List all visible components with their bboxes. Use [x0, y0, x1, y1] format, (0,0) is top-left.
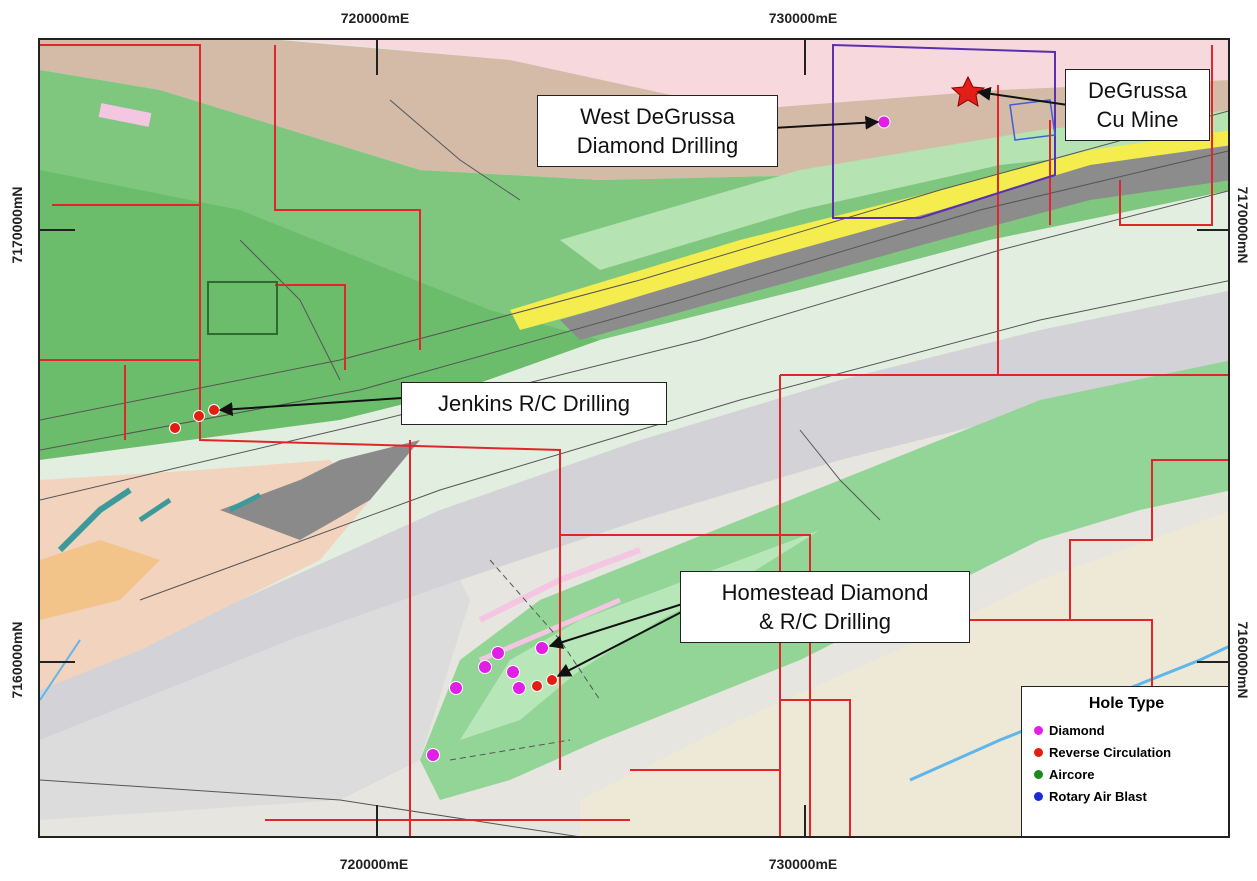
- drill-hole-rc[interactable]: [169, 422, 181, 434]
- diamond-dot-icon: [1034, 725, 1043, 735]
- rc-dot-icon: [1034, 747, 1043, 757]
- drill-hole-diamond[interactable]: [535, 641, 549, 655]
- drill-hole-diamond[interactable]: [506, 665, 520, 679]
- project-outlines: [207, 43, 1056, 335]
- callout-jenkins[interactable]: Jenkins R/C Drilling: [401, 382, 667, 425]
- grid-label-bottom-720000: 720000mE: [339, 856, 409, 872]
- grid-label-left-7160000: 7160000mN: [9, 621, 25, 699]
- map-canvas: [40, 40, 1228, 836]
- callout-west-line1: West DeGrussa: [580, 104, 735, 129]
- drill-holes: [169, 115, 891, 762]
- legend-label: Diamond: [1049, 722, 1105, 738]
- drill-hole-diamond[interactable]: [449, 681, 463, 695]
- drill-hole-diamond[interactable]: [491, 646, 505, 660]
- legend-item-reverse-circulation: Reverse Circulation: [1022, 741, 1228, 763]
- grid-ticks: [40, 40, 1228, 836]
- grid-label-bottom-730000: 730000mE: [768, 856, 838, 872]
- grid-label-left-7170000: 7170000mN: [9, 186, 25, 264]
- aircore-dot-icon: [1034, 769, 1043, 779]
- drill-hole-rc[interactable]: [193, 410, 205, 422]
- legend-title: Hole Type: [1088, 695, 1165, 712]
- legend-item-aircore: Aircore: [1022, 763, 1228, 785]
- legend-item-rotary-air-blast: Rotary Air Blast: [1022, 785, 1228, 807]
- geology-layer: [40, 40, 1228, 836]
- callout-jenkins-line1: Jenkins R/C Drilling: [438, 391, 630, 416]
- callout-west-degrussa[interactable]: West DeGrussa Diamond Drilling: [537, 95, 778, 167]
- legend-item-diamond: Diamond: [1022, 719, 1228, 741]
- grid-label-right-7160000: 7160000mN: [1235, 621, 1251, 699]
- grid-label-top-730000: 730000mE: [768, 10, 838, 26]
- fault-lines: [40, 99, 1228, 836]
- callout-homestead[interactable]: Homestead Diamond & R/C Drilling: [680, 571, 970, 643]
- callout-homestead-line1: Homestead Diamond: [721, 580, 929, 605]
- drill-hole-diamond[interactable]: [478, 660, 492, 674]
- drill-hole-rc[interactable]: [531, 680, 543, 692]
- legend: Hole Type Diamond Reverse Circulation Ai…: [1021, 686, 1228, 836]
- callout-mine-line1: DeGrussa: [1087, 78, 1188, 103]
- callout-homestead-line2: & R/C Drilling: [758, 609, 892, 634]
- callout-west-line2: Diamond Drilling: [576, 133, 739, 158]
- drill-hole-diamond[interactable]: [512, 681, 526, 695]
- drill-hole-rc[interactable]: [208, 404, 220, 416]
- geology-map[interactable]: West DeGrussa Diamond Drilling DeGrussa …: [38, 38, 1230, 838]
- drill-hole-diamond[interactable]: [877, 115, 891, 129]
- legend-label: Aircore: [1049, 766, 1095, 782]
- callout-degrussa-mine[interactable]: DeGrussa Cu Mine: [1065, 69, 1210, 141]
- rab-dot-icon: [1034, 791, 1043, 801]
- callout-mine-line2: Cu Mine: [1096, 107, 1179, 132]
- drill-hole-rc[interactable]: [546, 674, 558, 686]
- grid-label-top-720000: 720000mE: [340, 10, 410, 26]
- drill-hole-diamond[interactable]: [426, 748, 440, 762]
- grid-label-right-7170000: 7170000mN: [1235, 186, 1251, 264]
- legend-label: Rotary Air Blast: [1049, 788, 1147, 804]
- legend-label: Reverse Circulation: [1049, 744, 1172, 760]
